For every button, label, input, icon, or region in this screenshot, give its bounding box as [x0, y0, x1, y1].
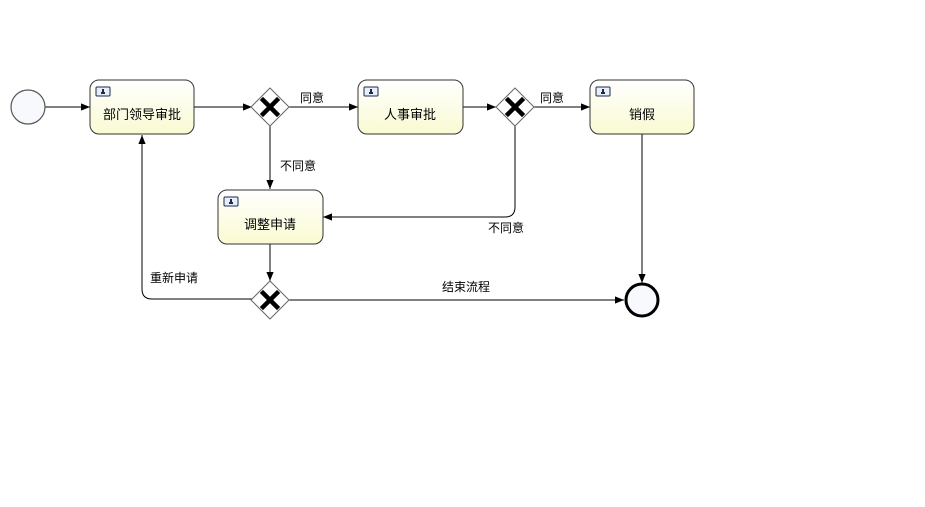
end-event[interactable] — [624, 282, 660, 318]
flow-label-gw1-disagree: 不同意 — [280, 158, 316, 173]
flow-label-gw2-agree: 同意 — [540, 90, 564, 105]
flow-label-gw1-agree: 同意 — [300, 90, 324, 105]
task-label: 调整申请 — [244, 218, 296, 233]
flow-gw3-to-dept[interactable] — [138, 135, 252, 300]
user-task-icon — [223, 196, 239, 207]
user-task-icon — [363, 86, 379, 97]
sequence-flows — [45, 103, 646, 304]
start-event[interactable] — [10, 89, 46, 125]
flow-label-end-process: 结束流程 — [442, 279, 490, 294]
flow-label-gw2-disagree: 不同意 — [488, 220, 524, 235]
exclusive-gateway-3[interactable] — [250, 280, 290, 320]
exclusive-gateway-1[interactable] — [250, 87, 290, 127]
task-dept-approve[interactable]: 部门领导审批 — [89, 79, 195, 135]
task-label: 部门领导审批 — [103, 108, 181, 123]
task-cancel-leave[interactable]: 销假 — [589, 79, 695, 135]
user-task-icon — [95, 86, 111, 97]
exclusive-gateway-2[interactable] — [495, 87, 535, 127]
task-adjust-request[interactable]: 调整申请 — [217, 189, 324, 245]
task-label: 人事审批 — [384, 108, 436, 123]
flow-label-reapply: 重新申请 — [150, 270, 198, 285]
task-hr-approve[interactable]: 人事审批 — [357, 79, 464, 135]
x-cross-icon — [259, 289, 281, 311]
task-label: 销假 — [629, 108, 655, 123]
x-cross-icon — [259, 96, 281, 118]
user-task-icon — [595, 86, 611, 97]
x-cross-icon — [504, 96, 526, 118]
flow-gw2-to-adjust[interactable] — [323, 126, 516, 221]
